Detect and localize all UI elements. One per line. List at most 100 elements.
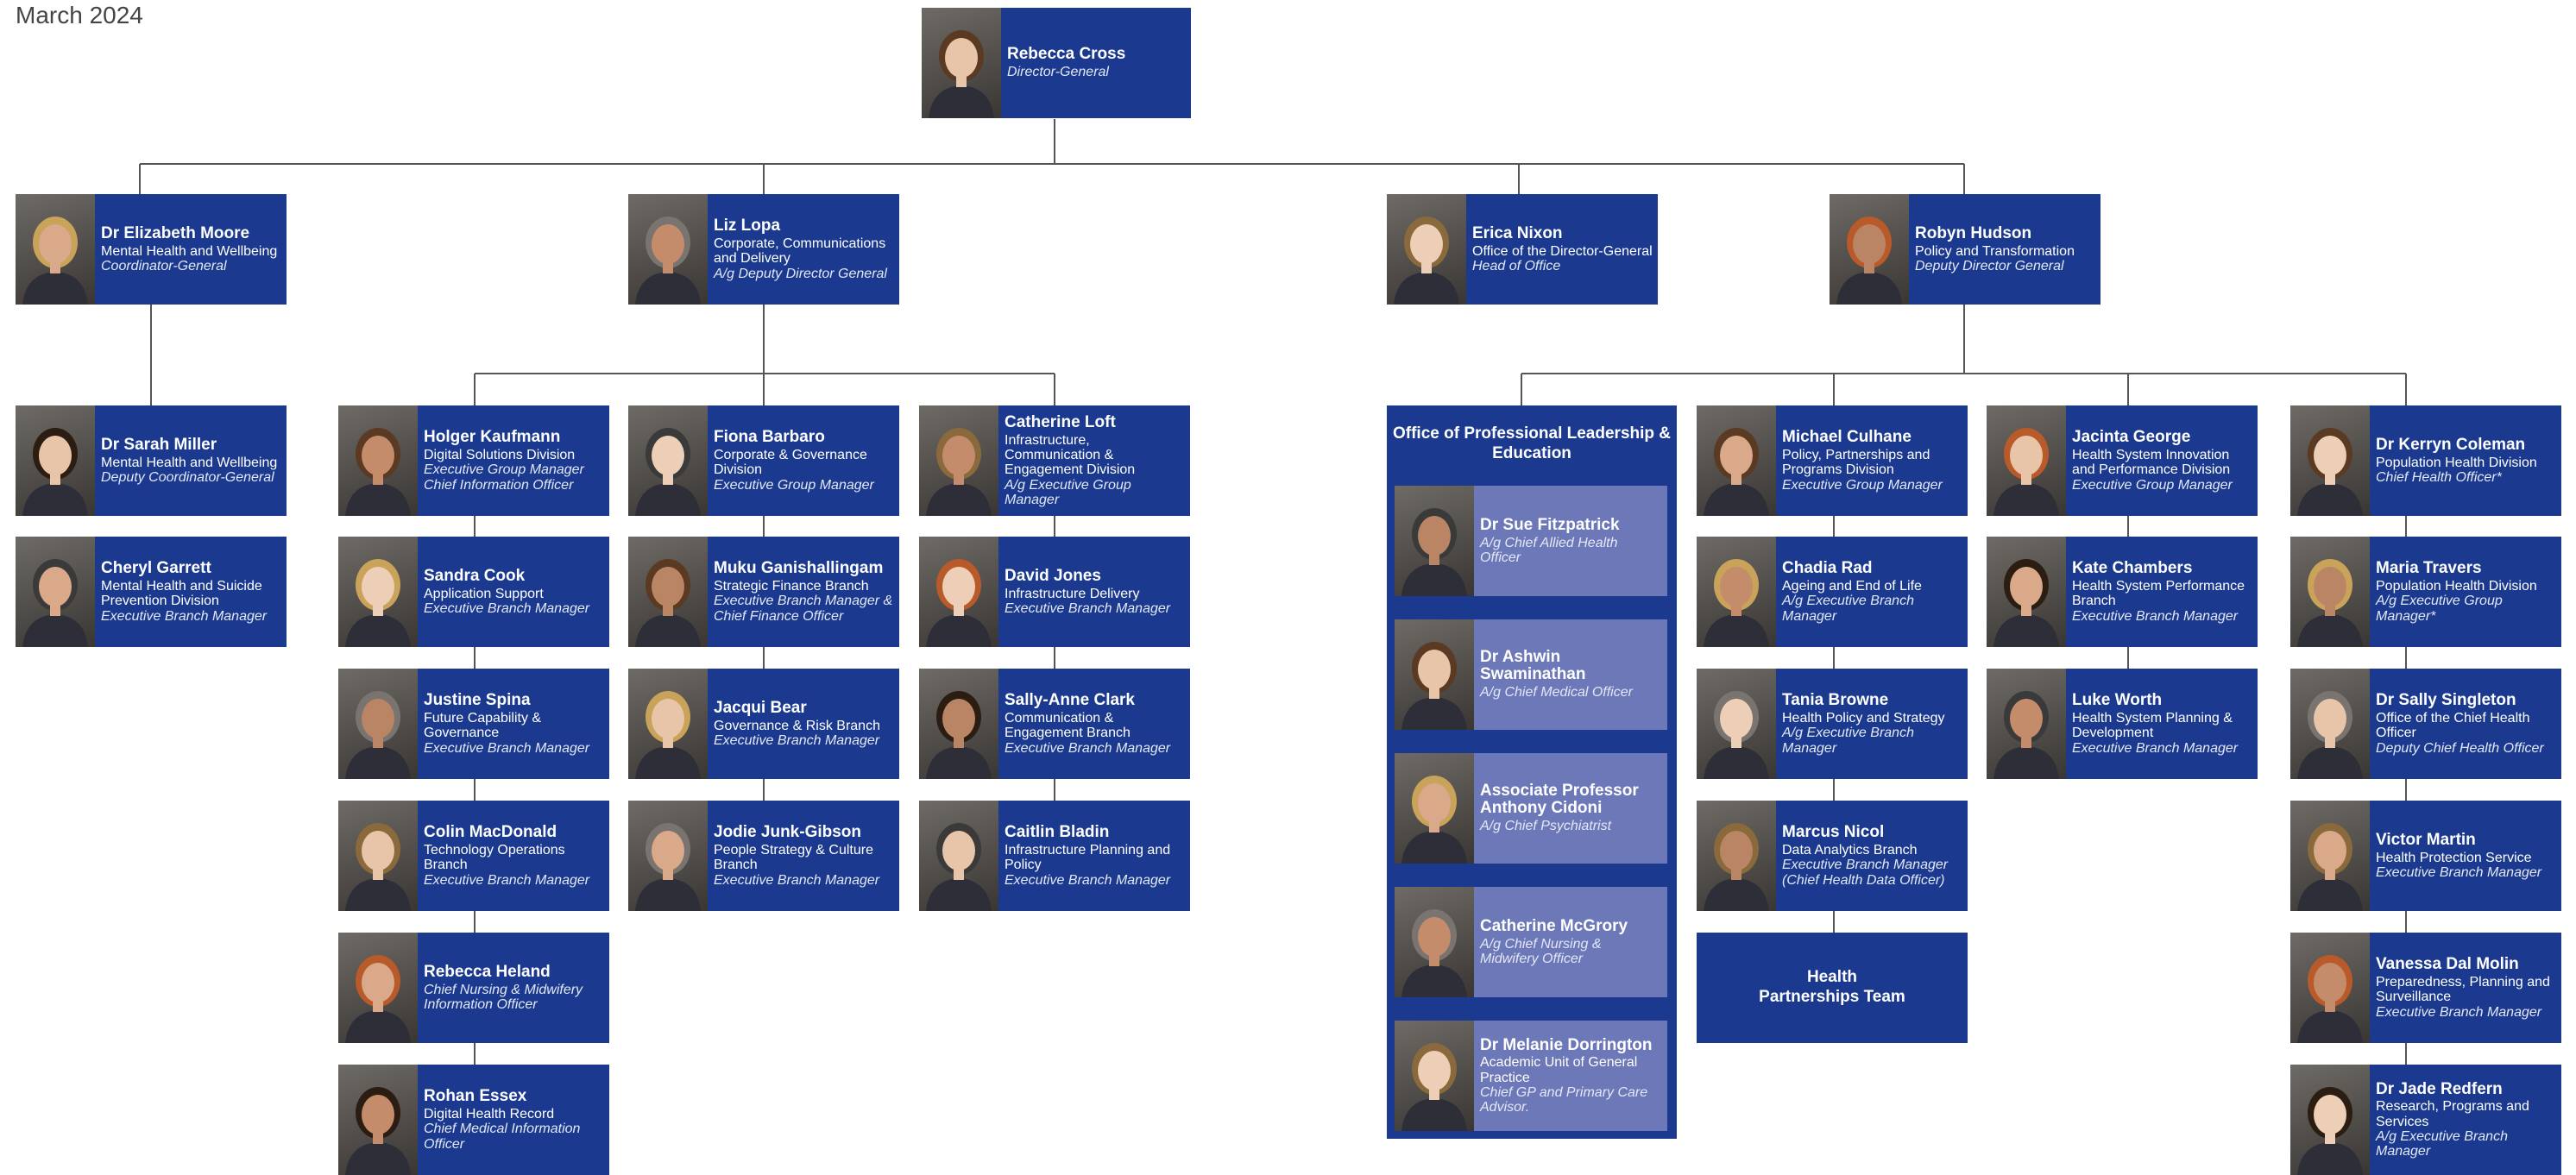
portrait-silhouette [1704,559,1769,647]
person-unit: Corporate & Governance Division [714,448,867,478]
person-role: Head of Office [1472,258,1561,273]
person-unit: Ageing and End of Life [1782,579,1922,594]
person-role: Executive Branch Manager(Chief Health Da… [1782,858,1949,888]
portrait-silhouette [1394,217,1459,305]
person-photo [1395,753,1474,864]
person-role: Director-General [1007,65,1109,80]
person-role: Executive Branch Manager [1005,740,1171,756]
professional-leadership-office: Office of Professional Leadership & Educ… [1387,405,1677,1139]
person-name: Colin MacDonald [424,823,557,842]
portrait-silhouette [929,30,994,118]
portrait-silhouette [926,691,992,779]
person-unit: Mental Health and Wellbeing [101,455,278,470]
portrait-silhouette [635,823,701,911]
person-unit: People Strategy & Culture Branch [714,843,873,873]
portrait-silhouette [345,955,411,1043]
person-role: Chief Nursing & Midwifery Information Of… [424,982,583,1012]
portrait-silhouette [345,691,411,779]
person-name: Maria Travers [2376,559,2482,578]
person-name: Liz Lopa [714,217,781,236]
person-photo [1395,1021,1474,1131]
person-photo [628,669,708,779]
person-name: Dr Jade Redfern [2376,1079,2503,1098]
person-unit: Digital Solutions Division [424,448,576,463]
portrait-silhouette [2297,1087,2363,1175]
person-role: Executive Branch Manager &Chief Finance … [714,594,893,624]
person-photo [1395,486,1474,596]
person-photo [338,537,418,647]
person-photo [628,405,708,516]
portrait-silhouette [1993,691,2059,779]
person-unit: Population Health Division [2376,579,2537,594]
person-name: Erica Nixon [1472,223,1563,242]
person-photo [16,537,95,647]
person-role: Executive Branch Manager [2072,608,2239,624]
person-photo [16,405,95,516]
person-name: Associate Professor Anthony Cidoni [1480,782,1639,818]
person-unit: Policy, Partnerships and Programs Divisi… [1782,448,1930,478]
person-name: Rebecca Cross [1007,45,1126,64]
person-role: Deputy Chief Health Officer [2376,740,2544,756]
person-role: Chief Health Officer* [2376,469,2502,485]
person-unit: Office of the Chief Health Officer [2376,711,2530,741]
office-title: Office of Professional Leadership & Educ… [1392,424,1672,462]
person-photo [919,405,998,516]
person-unit: Health System Planning & Development [2072,711,2233,741]
person-name: Caitlin Bladin [1005,823,1110,842]
person-unit: Mental Health and Suicide Prevention Div… [101,579,262,609]
person-name: Robyn Hudson [1915,223,2032,242]
person-photo [1697,537,1776,647]
portrait-silhouette [2297,823,2363,911]
person-unit: Data Analytics Branch [1782,843,1918,858]
person-photo [338,405,418,516]
person-role: Executive Branch Manager [2376,1004,2542,1020]
